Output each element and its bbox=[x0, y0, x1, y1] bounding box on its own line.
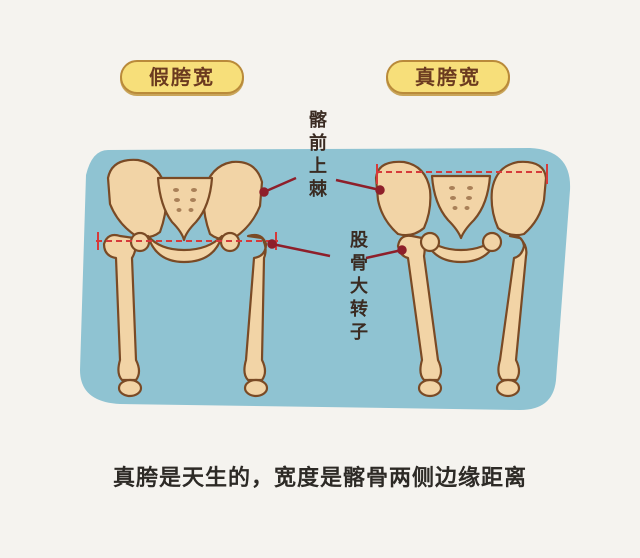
right-pelvis-left-femoral-head bbox=[419, 231, 441, 253]
left-pelvis-left-femur bbox=[102, 233, 141, 382]
right-pelvis-left-knee bbox=[417, 378, 443, 398]
ilium-pointer-right bbox=[335, 178, 381, 192]
right-pelvis-left-ilium bbox=[374, 160, 432, 237]
annotation-pointers bbox=[259, 176, 407, 260]
right-pelvis-sacrum bbox=[430, 174, 492, 240]
right-pelvis-skeleton bbox=[374, 160, 548, 398]
left-pelvis-right-ilium bbox=[202, 160, 264, 241]
femur-pointer-left bbox=[271, 242, 331, 258]
right-pelvis-right-ilium bbox=[490, 160, 548, 237]
right-pelvis-right-femur bbox=[497, 234, 528, 382]
ilium-pointer-left bbox=[263, 176, 297, 194]
left-pelvis-left-ilium bbox=[106, 158, 168, 239]
femur-trochanter-label: 股骨大转子 bbox=[347, 230, 368, 345]
right-pelvis-right-knee bbox=[495, 378, 521, 398]
ilium-label: 髂前上棘 bbox=[306, 110, 327, 202]
left-pelvis-sacrum bbox=[156, 176, 214, 242]
left-pelvis-skeleton bbox=[102, 158, 269, 398]
false-hip-badge-text: 假胯宽 bbox=[149, 65, 215, 89]
true-hip-badge-text: 真胯宽 bbox=[415, 65, 481, 89]
left-pelvis-left-knee bbox=[117, 378, 143, 398]
right-pelvis-sacral-foramina bbox=[449, 186, 473, 210]
right-pelvis-right-femoral-head bbox=[481, 231, 503, 253]
false-hip-badge: 假胯宽 bbox=[120, 60, 244, 94]
true-hip-badge: 真胯宽 bbox=[386, 60, 510, 94]
femur-pointer-right bbox=[365, 248, 403, 260]
right-pelvis-left-femur bbox=[396, 234, 443, 382]
left-pelvis-right-femur bbox=[243, 233, 268, 382]
left-pelvis-sacral-foramina bbox=[173, 188, 197, 212]
left-pelvis-right-knee bbox=[243, 378, 269, 398]
caption-text: 真胯是天生的，宽度是髂骨两侧边缘距离 bbox=[112, 466, 527, 491]
